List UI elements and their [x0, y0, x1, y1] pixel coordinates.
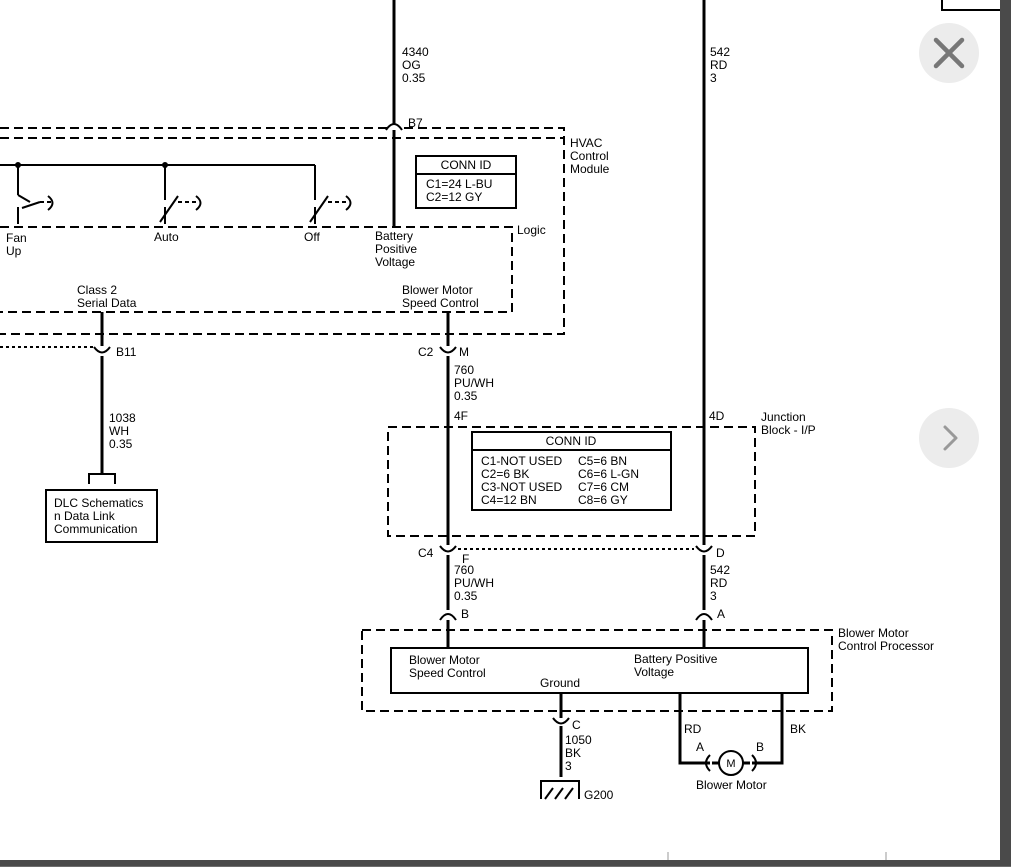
hvac-conn-id-box: [415, 155, 517, 209]
connector-b7: [385, 123, 403, 131]
switch-auto-label: Auto: [154, 230, 179, 244]
dlc-connector: [88, 473, 116, 484]
motor-pin-a: A: [696, 740, 704, 754]
ground-symbol: [540, 780, 580, 800]
motor-symbol: [718, 750, 744, 776]
junction-block-title: Junction Block - I/P: [761, 410, 816, 437]
connector-b: [439, 613, 457, 621]
wire-pu-lower-label: 760 PU/WH 0.35: [454, 563, 497, 603]
junction-dot-auto: [162, 162, 168, 168]
switch-fan-up: [17, 194, 54, 224]
connector-c: [552, 717, 570, 725]
hvac-module-outline: [0, 127, 565, 335]
dlc-label: DLC Schematics n Data Link Communication: [54, 496, 147, 536]
hvac-conn-id-line-2: C2=12 GY: [426, 190, 482, 204]
connector-c4-f: [439, 545, 457, 553]
frame-fragment: [941, 0, 1003, 11]
pin-4d: 4D: [709, 409, 725, 423]
motor-connector-b: [751, 754, 757, 772]
motor-symbol-letter: M: [726, 758, 735, 770]
hvac-title: HVAC Control Module: [570, 136, 612, 176]
switch-off-label: Off: [304, 230, 320, 244]
pin-4f: 4F: [454, 409, 468, 423]
logic-outline: [0, 226, 513, 313]
viewer-edge-right: [1000, 0, 1011, 866]
wire-bk-label: 1050 BK 3: [565, 733, 595, 773]
next-image-button[interactable]: [919, 408, 979, 468]
logic-label: Logic: [517, 223, 546, 237]
battery-positive-label: Battery Positive Voltage: [375, 229, 420, 269]
close-icon: [933, 37, 965, 69]
connector-c2-m: [439, 346, 457, 354]
pin-m: M: [459, 345, 469, 359]
dlc-box: [45, 489, 158, 543]
motor-rd-label: RD: [684, 722, 702, 736]
wire-pu-upper-label: 760 PU/WH 0.35: [454, 363, 497, 403]
viewer-edge-bottom: [0, 860, 1011, 866]
processor-outline: [361, 629, 833, 712]
wire-og-label: 4340 OG 0.35: [402, 45, 432, 85]
chevron-right-icon: [943, 425, 958, 451]
pin-c2: C2: [418, 345, 434, 359]
pin-d: D: [716, 546, 725, 560]
wire-wh-label: 1038 WH 0.35: [109, 411, 139, 451]
motor-pin-b: B: [756, 740, 764, 754]
junction-conn-left-col: C1-NOT USED C2=6 BK C3-NOT USED C4=12 BN: [481, 454, 565, 507]
hvac-conn-id-line-1: C1=24 L-BU: [426, 177, 492, 191]
switch-off: [309, 195, 352, 224]
close-button[interactable]: [919, 23, 979, 83]
pin-f: F: [462, 552, 469, 566]
wire-rd-lower-label: 542 RD 3: [710, 563, 733, 603]
connector-a: [695, 613, 713, 621]
pin-b: B: [461, 607, 469, 621]
processor-title: Blower Motor Control Processor: [838, 626, 934, 653]
hvac-conn-id-title: CONN ID: [441, 158, 492, 172]
pin-a: A: [717, 607, 725, 621]
ground-ref-g200: G200: [584, 788, 614, 802]
motor-connector-a: [705, 754, 711, 772]
junction-conn-id-box: [471, 431, 672, 511]
processor-box: [390, 647, 809, 694]
junction-dot-fan: [15, 162, 21, 168]
wire-rd-top-label: 542 RD 3: [710, 45, 733, 85]
connector-c4-d: [695, 545, 713, 553]
junction-block-outline: [387, 426, 756, 537]
junction-conn-right-col: C5=6 BN C6=6 L-GN C7=6 CM C8=6 GY: [578, 454, 642, 507]
motor-label: Blower Motor: [696, 778, 767, 792]
pin-b11: B11: [116, 345, 137, 359]
pin-c4: C4: [418, 546, 434, 560]
motor-bk-label: BK: [790, 722, 806, 736]
blower-speed-control-label: Blower Motor Speed Control: [402, 283, 479, 310]
class2-label: Class 2 Serial Data: [77, 283, 137, 310]
processor-ground-label: Ground: [540, 676, 580, 690]
processor-speed-control-label: Blower Motor Speed Control: [409, 653, 486, 680]
switch-fan-label: Fan Up: [6, 231, 30, 258]
processor-battery-label: Battery Positive Voltage: [634, 652, 721, 679]
connector-b11: [93, 346, 111, 354]
junction-conn-id-title: CONN ID: [546, 434, 597, 448]
pin-b7: B7: [408, 116, 423, 130]
switch-auto: [159, 195, 202, 224]
pin-c: C: [572, 718, 581, 732]
motor-wire-loop: [678, 693, 784, 765]
switch-bus: [0, 164, 316, 195]
